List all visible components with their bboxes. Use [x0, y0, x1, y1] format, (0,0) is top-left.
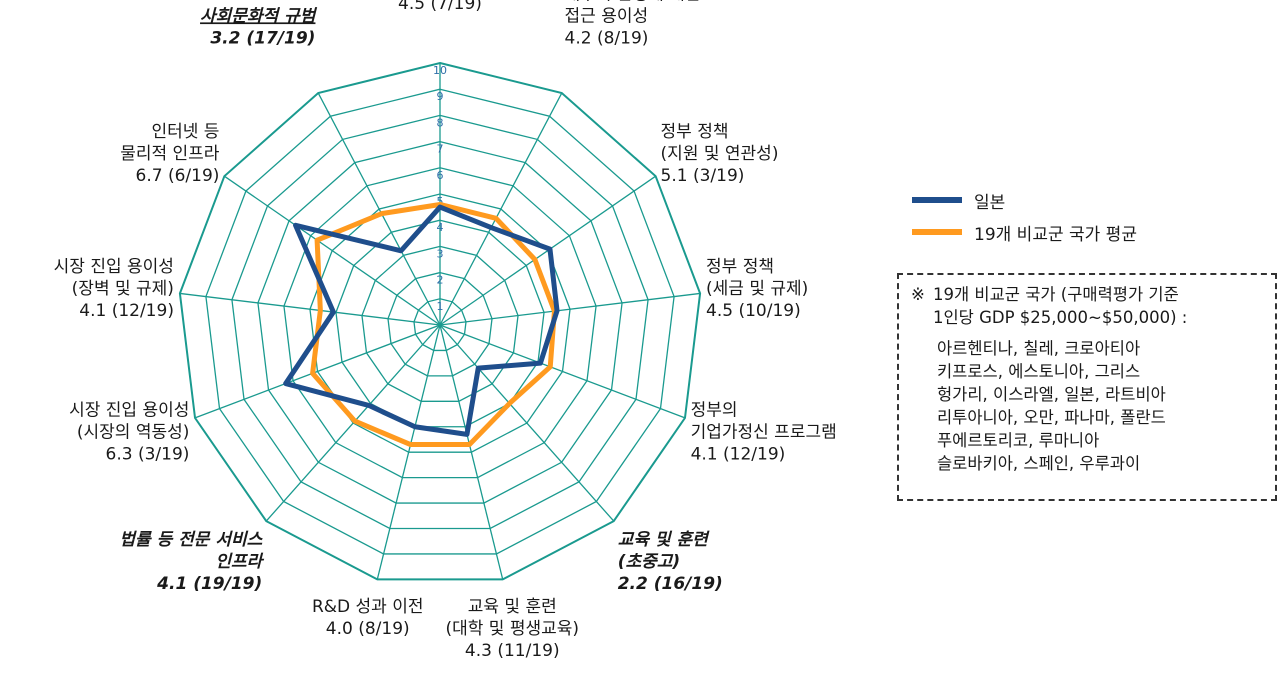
category-label: 5.1 (3/19) — [661, 166, 745, 186]
legend: 일본 19개 비교군 국가 평균 — [912, 184, 1137, 248]
category-label: (지원 및 연관성) — [661, 144, 779, 164]
series-line-average — [310, 201, 557, 448]
category-label: (대학 및 평생교육) — [445, 619, 579, 639]
legend-label-average: 19개 비교군 국가 평균 — [974, 224, 1137, 245]
grid-spoke — [317, 92, 441, 326]
category-label: 4.0 (8/19) — [326, 619, 410, 639]
category-label: 물리적 인프라 — [120, 144, 220, 164]
category-label: 인프라 — [215, 552, 264, 572]
grid-ring — [413, 298, 467, 352]
grid-ring — [387, 271, 493, 377]
category-label: (초중고) — [618, 552, 680, 572]
grid-spoke — [439, 92, 563, 326]
note-country-line: 리투아니아, 오만, 파나마, 폴란드 — [937, 408, 1166, 427]
category-label: 4.1 (12/19) — [691, 445, 786, 465]
category-label: 4.1 (19/19) — [156, 574, 262, 594]
category-label: 4.2 (8/19) — [565, 28, 649, 48]
category-label: 시장 진입 용이성 — [69, 401, 189, 421]
legend-item-average: 19개 비교군 국가 평균 — [912, 216, 1137, 248]
category-label: 6.3 (3/19) — [106, 445, 190, 465]
category-label: 정부 정책 — [706, 257, 774, 277]
category-label: 기업가정신 프로그램 — [691, 423, 837, 443]
grid-spoke — [376, 324, 441, 580]
scale-tick-label: 4 — [437, 221, 444, 234]
category-label: 정부의 — [691, 401, 738, 421]
grid-ring — [205, 88, 675, 555]
series-line-japan — [283, 204, 560, 437]
note-country-line: 헝가리, 이스라엘, 일본, 라트비아 — [937, 385, 1166, 404]
legend-item-japan: 일본 — [912, 184, 1137, 216]
scale-tick-label: 2 — [437, 274, 444, 287]
scale-tick-label: 1 — [437, 300, 444, 313]
scale-tick-label: 8 — [437, 116, 444, 129]
category-label: (장벽 및 규제) — [72, 279, 174, 299]
category-label: 2.2 (16/19) — [618, 574, 723, 594]
category-label: (세금 및 규제) — [706, 279, 808, 299]
grid-ring — [178, 61, 702, 581]
category-label: R&D 성과 이전 — [312, 597, 424, 617]
scale-tick-label: 7 — [437, 143, 444, 156]
category-label: 6.7 (6/19) — [136, 166, 220, 186]
category-label: 교육 및 훈련 — [468, 597, 557, 617]
category-label: 사회문화적 규범 — [200, 6, 318, 26]
category-label: (시장의 역동성) — [77, 423, 190, 443]
note-header-line: 1인당 GDP $25,000~$50,000) : — [933, 308, 1188, 327]
scale-tick-label: 3 — [437, 247, 444, 260]
grid-ring — [335, 219, 545, 428]
legend-swatch-japan — [912, 197, 962, 203]
note-mark: ※ — [911, 285, 925, 304]
grid-spoke — [265, 324, 441, 522]
category-label: 인터넷 등 — [151, 122, 219, 142]
category-label: 교육 및 훈련 — [618, 530, 710, 550]
category-label: 법률 등 전문 서비스 — [119, 530, 263, 550]
comparison-note-box: ※ 19개 비교군 국가 (구매력평가 기준 1인당 GDP $25,000~$… — [897, 273, 1277, 501]
grid-ring — [257, 140, 623, 504]
scale-tick-label: 6 — [437, 169, 444, 182]
grid-spoke — [439, 324, 686, 419]
grid-ring — [361, 245, 519, 402]
category-label: 접근 용이성 — [565, 6, 649, 26]
scale-tick-label: 10 — [433, 64, 447, 77]
category-label: 4.1 (12/19) — [79, 301, 174, 321]
category-label: 시장 진입 용이성 — [54, 257, 174, 277]
grid-spoke — [194, 324, 441, 419]
note-country-line: 키프로스, 에스토니아, 그리스 — [937, 362, 1141, 381]
category-label: 재무적 환경에 대한 — [565, 0, 701, 4]
grid-spoke — [439, 324, 504, 580]
grid-ring — [231, 114, 649, 530]
category-label: 4.5 (7/19) — [398, 0, 482, 14]
grid-spoke — [439, 324, 615, 522]
category-label: 4.5 (10/19) — [706, 301, 801, 321]
scale-tick-label: 9 — [437, 90, 444, 103]
category-label: 3.2 (17/19) — [210, 28, 315, 48]
legend-swatch-average — [912, 229, 962, 235]
note-country-line: 슬로바키아, 스페인, 우루과이 — [937, 454, 1141, 473]
note-header-line: 19개 비교군 국가 (구매력평가 기준 — [933, 285, 1179, 304]
legend-label-japan: 일본 — [974, 192, 1006, 213]
scale-tick-label: 5 — [437, 195, 444, 208]
grid-spoke — [224, 175, 441, 326]
grid-spoke — [439, 292, 701, 326]
category-label: 정부 정책 — [661, 122, 729, 142]
grid-spoke — [179, 292, 441, 326]
note-country-line: 푸에르토리코, 루마니아 — [937, 431, 1100, 450]
note-country-list: 아르헨티나, 칠레, 크로아티아 키프로스, 에스토니아, 그리스 헝가리, 이… — [937, 337, 1265, 475]
category-label: 4.3 (11/19) — [465, 641, 560, 661]
note-country-line: 아르헨티나, 칠레, 크로아티아 — [937, 339, 1141, 358]
